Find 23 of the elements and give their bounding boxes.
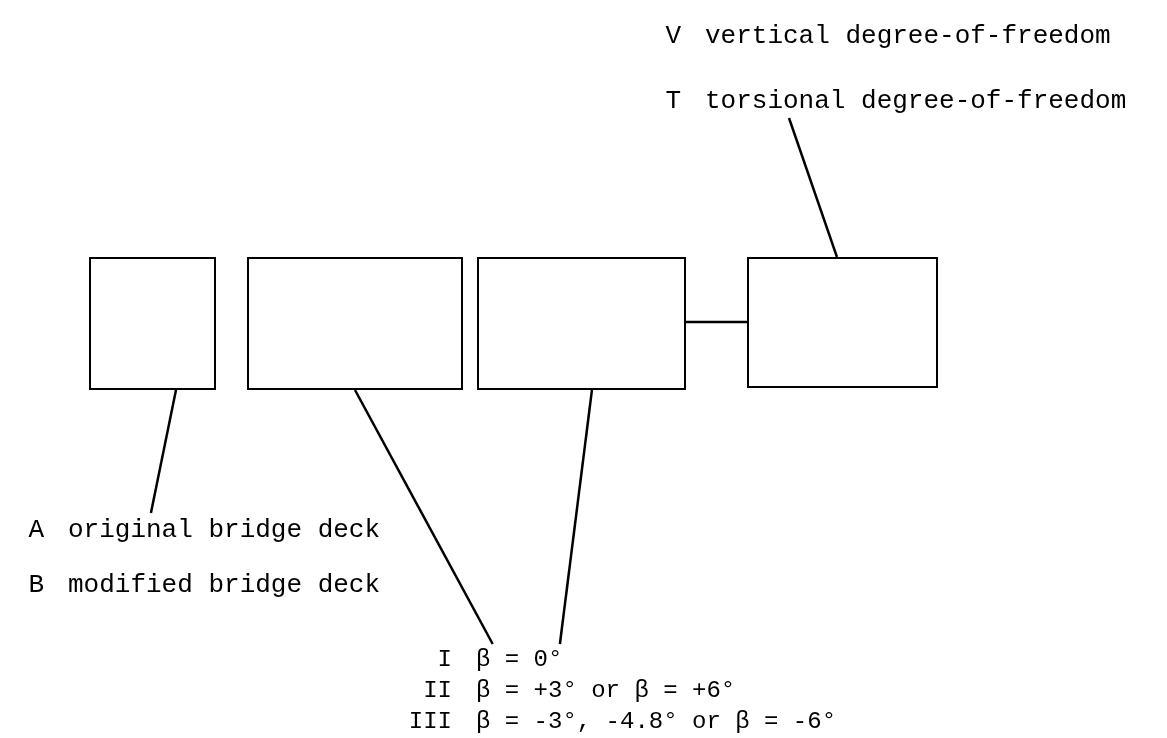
key-description: β = +3° or β = +6° [476,676,737,706]
key-letter: B [28,569,44,602]
key-letter: A [28,514,44,547]
leader-line [353,389,494,645]
key-letter: II [423,676,452,706]
leader-line [558,389,594,645]
key-letter: I [437,645,452,675]
connector-line [686,320,747,324]
key-letter: V [665,20,681,53]
deck-section-box [247,257,463,390]
leader-line [149,389,178,514]
key-letter: III [408,707,452,737]
key-description: torsional degree-of-freedom [705,85,1128,118]
key-description: original bridge deck [68,514,382,547]
key-description: modified bridge deck [68,569,381,602]
key-description: β = 0° [476,645,564,675]
key-description: β = -3°, -4.8° or β = -6° [476,707,838,737]
deck-section-box [89,257,216,390]
deck-section-box [747,257,938,388]
key-description: vertical degree-of-freedom [705,20,1111,53]
deck-section-box [477,257,686,390]
leader-line [787,117,839,258]
key-letter: T [665,85,681,118]
